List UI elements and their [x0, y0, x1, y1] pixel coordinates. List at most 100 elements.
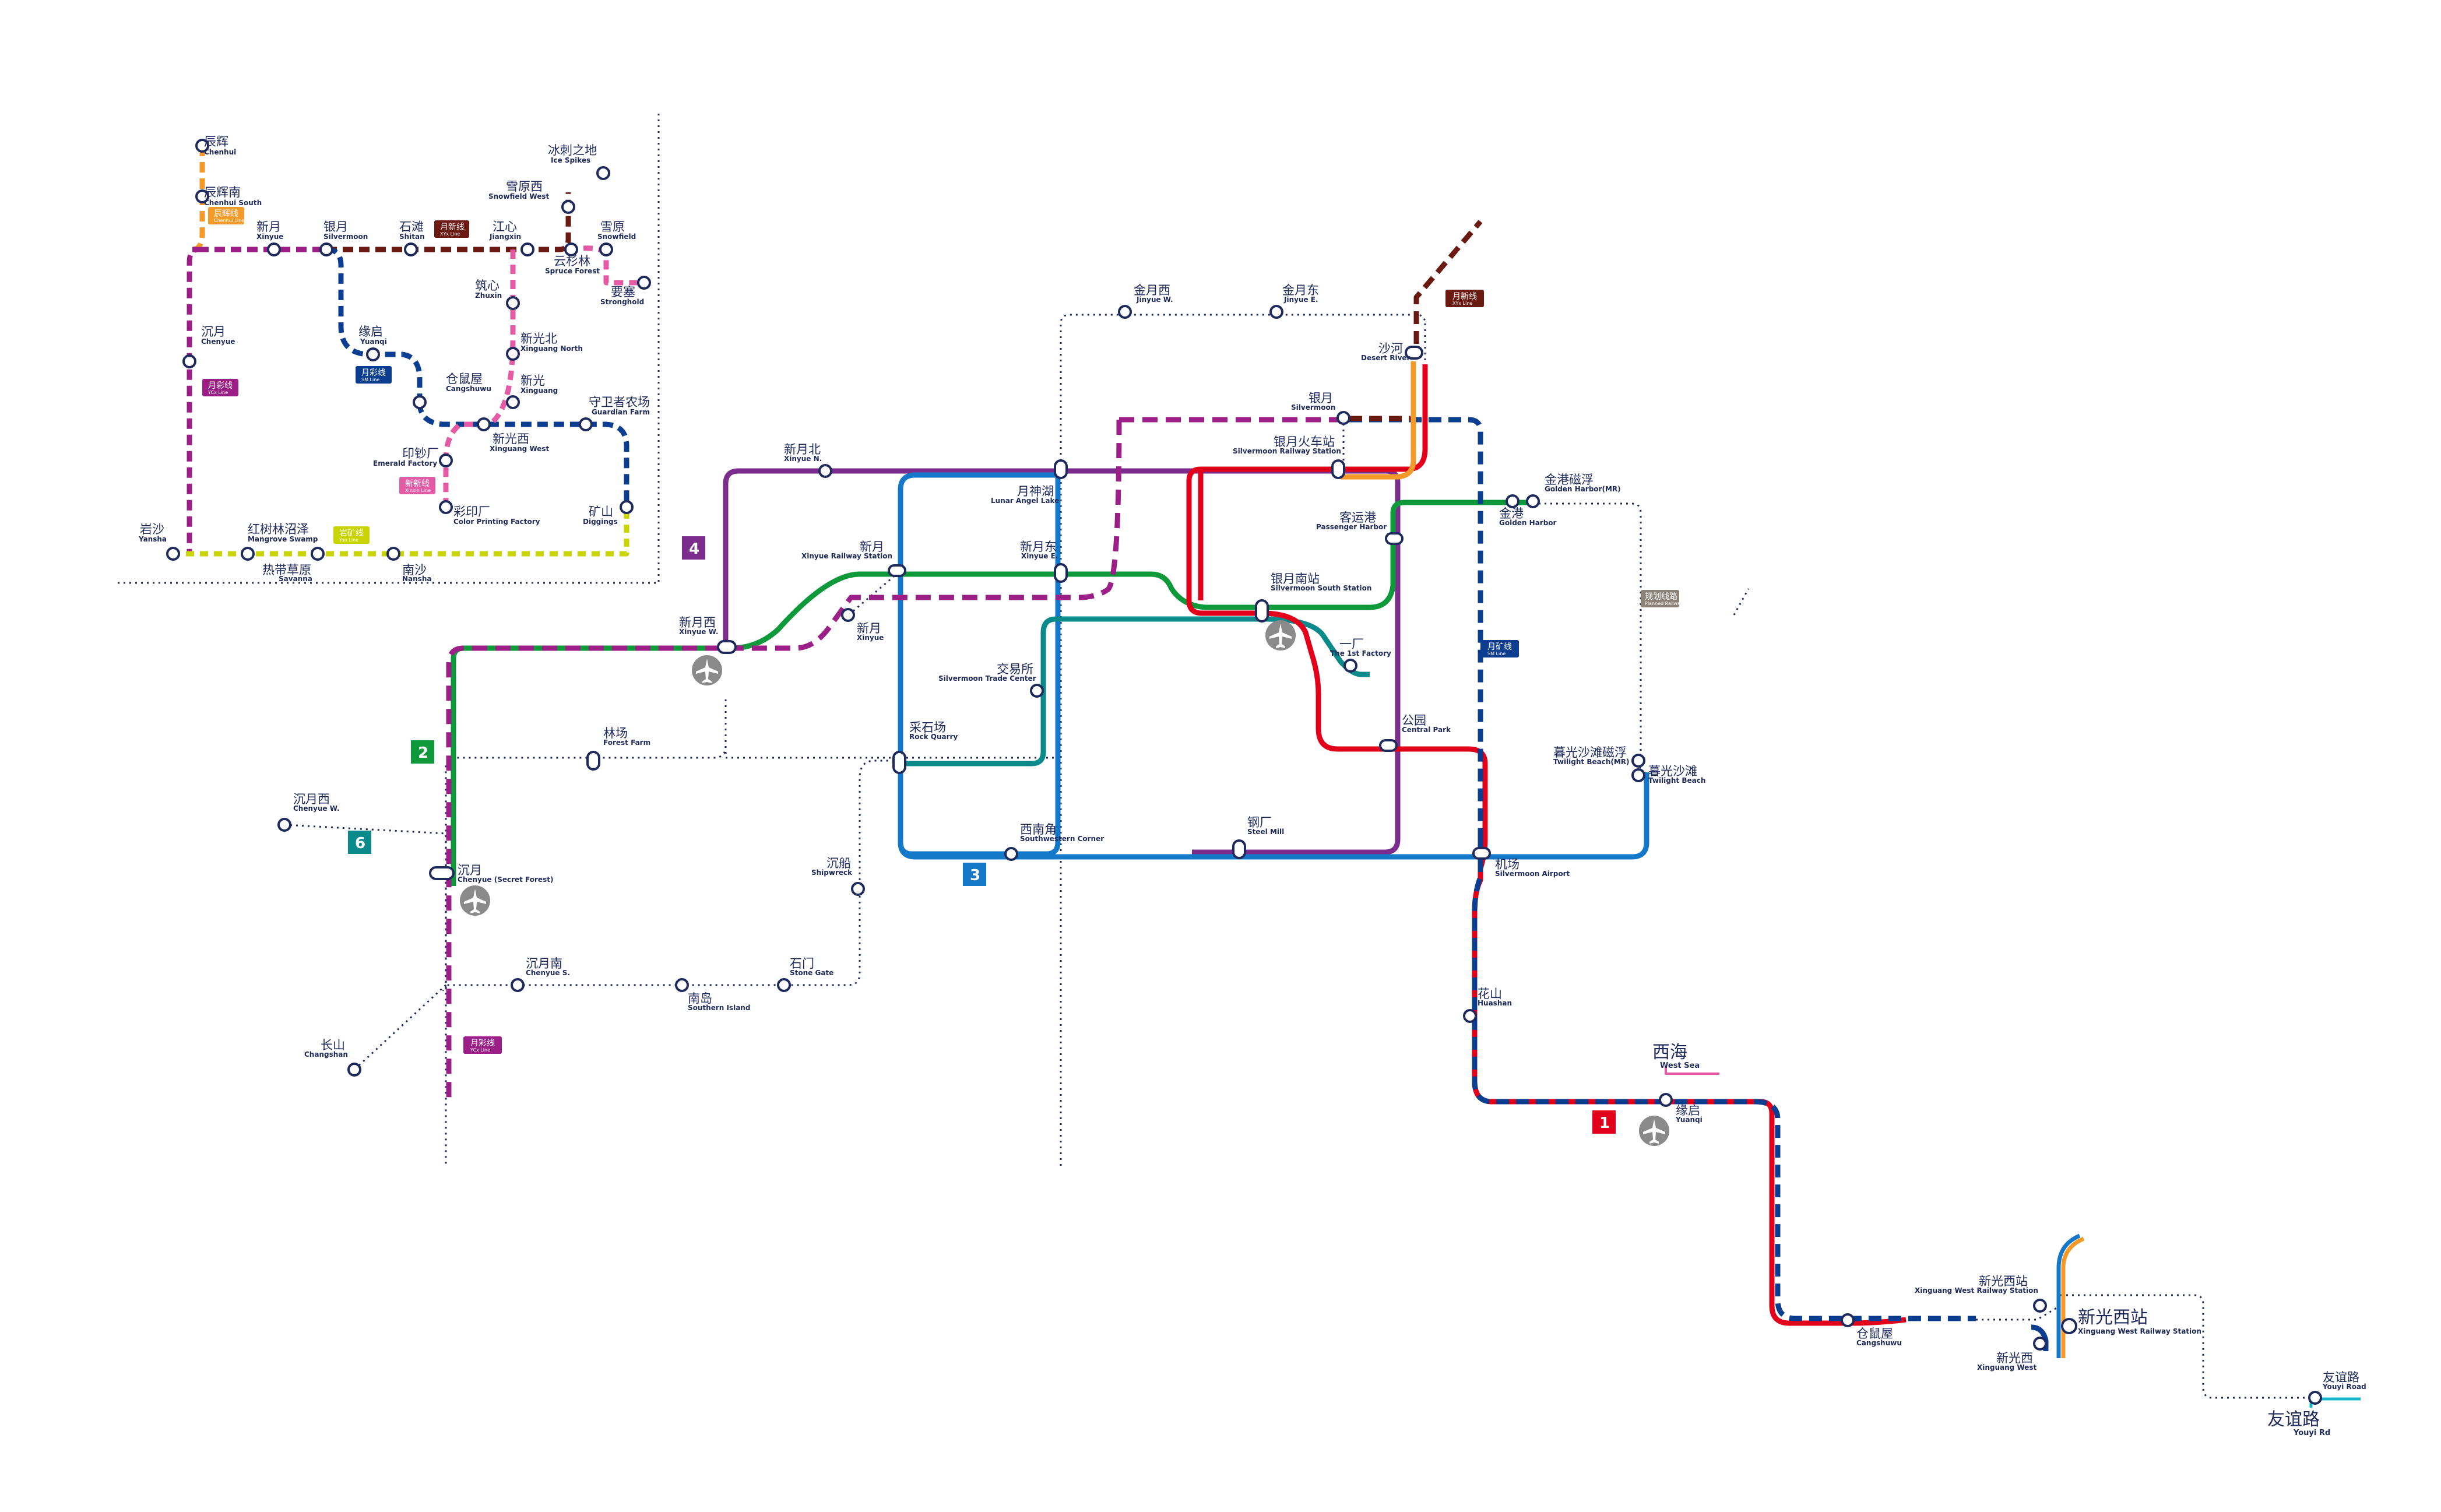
transfer-marker[interactable]	[1472, 847, 1491, 860]
line-6	[901, 616, 1370, 766]
station-marker[interactable]	[506, 395, 520, 409]
station-marker[interactable]	[1004, 847, 1018, 861]
station-marker[interactable]	[564, 242, 578, 256]
station-label-en: Xinyue	[256, 233, 283, 241]
station-marker[interactable]	[241, 547, 255, 561]
station-marker[interactable]	[1841, 1313, 1855, 1327]
station-marker[interactable]	[1526, 494, 1540, 508]
station-marker[interactable]	[1659, 1093, 1673, 1107]
transfer-marker[interactable]	[1255, 599, 1269, 623]
station-label-en: Yuanqi	[1675, 1116, 1703, 1124]
station-marker[interactable]	[1631, 768, 1645, 782]
station-marker[interactable]	[267, 242, 281, 256]
transfer-marker[interactable]	[1232, 839, 1246, 859]
transfer-marker[interactable]	[429, 866, 455, 880]
station-label-en: Chenyue (Secret Forest)	[458, 875, 553, 884]
station-marker[interactable]	[2033, 1337, 2047, 1351]
station-marker[interactable]	[477, 417, 491, 431]
station-marker[interactable]	[1506, 494, 1520, 508]
station-marker[interactable]	[404, 242, 418, 256]
inset-line-tag-kuang: 岩矿线 Yan Line	[333, 526, 370, 544]
station-label-zh: 采石场	[909, 720, 946, 734]
line-west-sea	[1665, 1067, 1719, 1075]
station-marker[interactable]	[561, 200, 575, 214]
station-marker[interactable]	[195, 189, 209, 203]
station-marker[interactable]	[620, 500, 634, 514]
station-label-en: Snowfield	[597, 233, 636, 241]
station-marker[interactable]	[2308, 1391, 2322, 1405]
transfer-marker[interactable]	[717, 640, 737, 654]
station-marker[interactable]	[347, 1063, 361, 1077]
station-marker[interactable]	[1463, 1009, 1477, 1023]
station-marker[interactable]	[851, 882, 865, 896]
transfer-marker[interactable]	[1331, 459, 1345, 479]
station-labels: 金月西 Jinyue W. 金月东 Jinyue E. 沙河 Desert Ri…	[293, 283, 2366, 1437]
transfer-marker[interactable]	[1385, 532, 1404, 545]
line-4	[723, 468, 1401, 855]
station-marker[interactable]	[506, 296, 520, 310]
station-marker[interactable]	[1269, 305, 1283, 319]
station-marker[interactable]	[386, 547, 400, 561]
transfer-marker[interactable]	[892, 751, 906, 774]
station-marker[interactable]	[2033, 1299, 2047, 1313]
station-marker[interactable]	[841, 608, 855, 622]
station-label-zh: 金月西	[1134, 283, 1170, 297]
station-label-en: Jiangxin	[489, 233, 521, 241]
station-marker[interactable]	[366, 347, 380, 361]
station-marker[interactable]	[637, 276, 651, 290]
inset-yuekuang-line-b	[417, 402, 629, 507]
station-label-zh: 新月东	[1020, 540, 1057, 554]
station-marker[interactable]	[520, 242, 534, 256]
station-marker[interactable]	[1336, 411, 1350, 425]
station-label-zh: 红树林沼泽	[248, 522, 309, 536]
station-marker[interactable]	[511, 978, 525, 992]
station-marker[interactable]	[311, 547, 325, 561]
station-label-zh: 公园	[1402, 713, 1426, 727]
station-label-en: Stone Gate	[790, 969, 833, 977]
station-marker[interactable]	[599, 242, 613, 256]
line-3-south	[898, 842, 1473, 860]
transfer-marker[interactable]	[1054, 459, 1068, 479]
station-marker[interactable]	[1030, 684, 1044, 698]
station-marker[interactable]	[675, 978, 689, 992]
station-marker[interactable]	[195, 139, 209, 153]
station-marker[interactable]	[818, 464, 832, 478]
svg-text:Yan Line: Yan Line	[339, 537, 358, 543]
station-label-en: Jinyue W.	[1136, 296, 1173, 304]
station-marker[interactable]	[506, 347, 520, 361]
planned-stub	[442, 984, 447, 991]
transfer-marker[interactable]	[1379, 739, 1398, 752]
station-marker[interactable]	[439, 500, 453, 514]
station-marker[interactable]	[277, 818, 291, 832]
svg-text:月彩线: 月彩线	[208, 381, 233, 391]
station-marker[interactable]	[166, 547, 180, 561]
transfer-marker[interactable]	[1054, 563, 1068, 583]
station-marker[interactable]	[413, 395, 427, 409]
station-marker[interactable]	[319, 242, 333, 256]
station-label-en: Guardian Farm	[592, 408, 650, 416]
station-marker[interactable]	[596, 166, 610, 180]
station-marker[interactable]	[439, 453, 453, 467]
transfer-marker[interactable]	[888, 564, 906, 577]
station-label-en: Xinyue W.	[679, 628, 718, 636]
station-marker[interactable]	[2061, 1318, 2077, 1334]
station-marker[interactable]	[777, 978, 791, 992]
station-marker[interactable]	[579, 417, 593, 431]
station-label-zh: 新月	[256, 220, 281, 234]
line-tag-planned: 规划线路 Planned Railway	[1641, 590, 1683, 607]
station-label-en: Savanna	[279, 575, 312, 583]
station-marker[interactable]	[1343, 659, 1357, 673]
transfer-marker[interactable]	[586, 751, 600, 771]
station-label-zh: 银月火车站	[1274, 435, 1335, 449]
station-marker[interactable]	[182, 354, 196, 368]
station-label-en: Nansha	[402, 575, 431, 583]
planned-forest-farm	[445, 699, 727, 1166]
station-marker[interactable]	[1631, 754, 1645, 768]
station-label-en: Changshan	[304, 1050, 348, 1059]
station-label-en: Golden Harbor	[1499, 519, 1557, 527]
station-label-en: Xinguang West Railway Station	[2078, 1327, 2201, 1335]
inset-stations	[166, 139, 651, 561]
transfer-marker[interactable]	[1405, 346, 1423, 360]
station-label-en: Silvermoon South Station	[1271, 584, 1371, 592]
station-marker[interactable]	[1118, 305, 1132, 319]
